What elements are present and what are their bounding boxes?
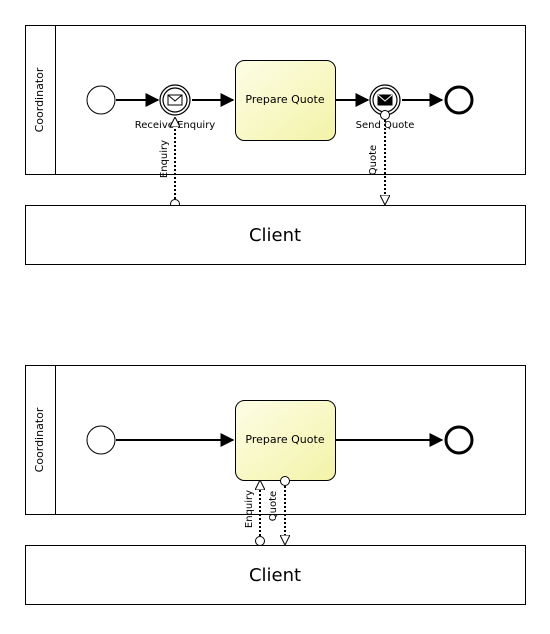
start-event[interactable] bbox=[86, 425, 116, 455]
pool-label: Coordinator bbox=[33, 67, 46, 132]
task-label: Prepare Quote bbox=[245, 93, 324, 106]
message-enquiry-label: Enquiry bbox=[159, 140, 170, 178]
send-quote-event[interactable] bbox=[369, 84, 401, 116]
task-prepare-quote[interactable]: Prepare Quote bbox=[235, 60, 336, 141]
diagram-bottom: Coordinator Prepare Quote Enquiry Quote bbox=[25, 365, 526, 605]
client-label: Client bbox=[249, 225, 301, 246]
task-prepare-quote[interactable]: Prepare Quote bbox=[235, 400, 336, 481]
pool-client[interactable]: Client bbox=[25, 205, 526, 265]
message-enquiry-label: Enquiry bbox=[244, 490, 255, 528]
client-label: Client bbox=[249, 565, 301, 586]
message-quote-label: Quote bbox=[368, 145, 379, 175]
task-label: Prepare Quote bbox=[245, 433, 324, 446]
receive-enquiry-event[interactable] bbox=[159, 84, 191, 116]
message-quote-label: Quote bbox=[268, 491, 279, 521]
pool-label: Coordinator bbox=[33, 407, 46, 472]
envelope-filled-icon bbox=[377, 94, 393, 106]
end-event[interactable] bbox=[444, 425, 474, 455]
message-flow-quote[interactable] bbox=[280, 476, 290, 545]
envelope-icon bbox=[167, 94, 183, 106]
pool-client[interactable]: Client bbox=[25, 545, 526, 605]
message-flow-quote[interactable] bbox=[380, 110, 390, 205]
start-event[interactable] bbox=[86, 85, 116, 115]
end-event[interactable] bbox=[444, 85, 474, 115]
diagram-top: Coordinator Receive Enquiry Prepare Quot… bbox=[25, 25, 526, 265]
message-flow-enquiry[interactable] bbox=[255, 481, 265, 546]
